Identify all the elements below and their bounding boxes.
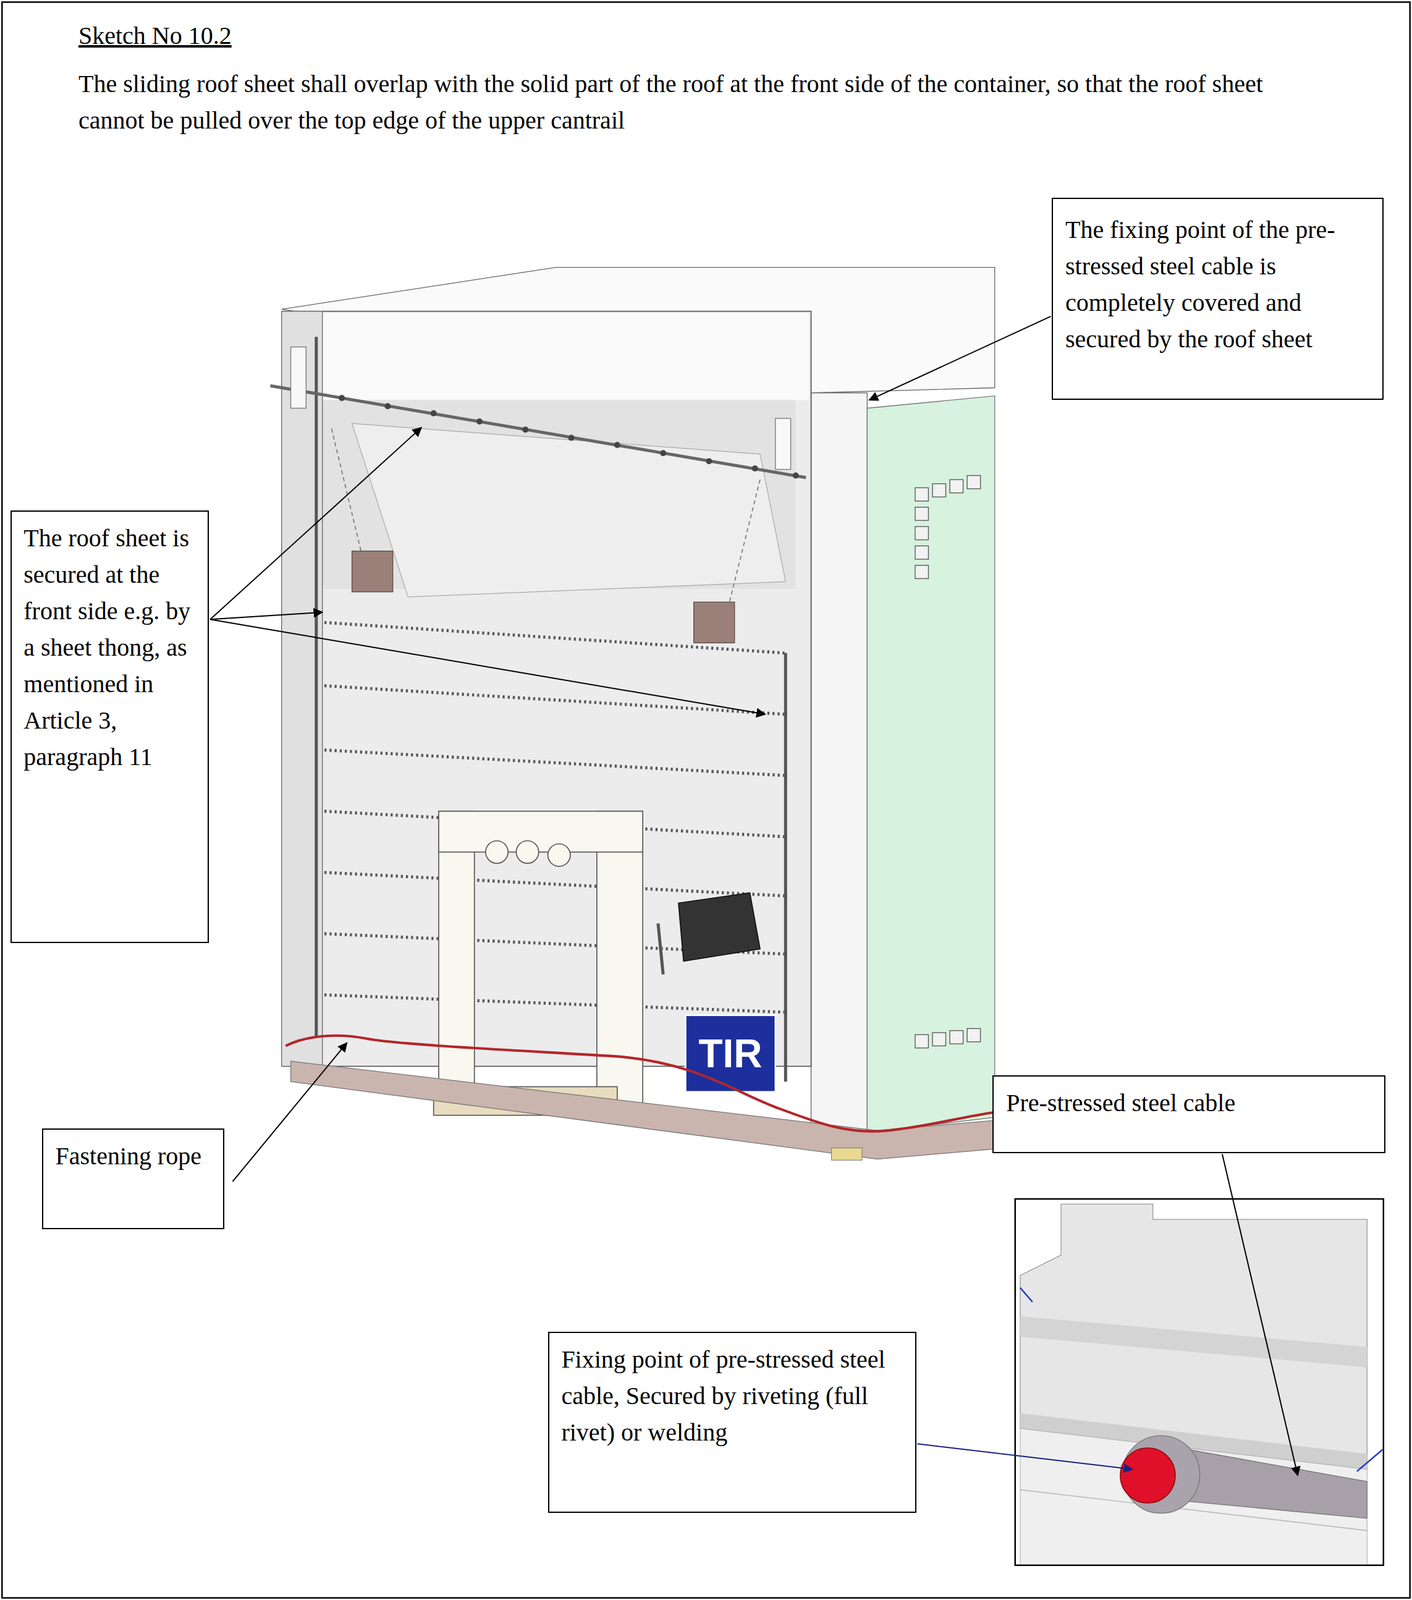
leader-lines (210, 612, 323, 620)
side-markings (915, 526, 929, 540)
sheet-thong (706, 457, 713, 465)
side-markings (967, 1028, 981, 1042)
side-markings (967, 475, 981, 489)
side-markings (915, 565, 929, 579)
container-body (283, 311, 812, 1067)
callout-box: Pre-stressed steel cable (992, 1075, 1386, 1153)
sheet-thong (331, 428, 363, 557)
tir-plate (685, 1015, 775, 1092)
leader-lines (210, 427, 422, 620)
roof-sheet-ribs (324, 750, 786, 776)
detail-inset (1020, 1203, 1383, 1565)
bottom-rail (291, 1061, 995, 1160)
detail-inset (1020, 1428, 1367, 1565)
leader-lines (232, 1042, 347, 1182)
fastening-rope (285, 1035, 995, 1132)
side-markings (915, 487, 929, 501)
side-rods (784, 653, 788, 1082)
fastening-rope (285, 1035, 995, 1132)
container-body (285, 313, 809, 400)
brackets (693, 601, 735, 643)
callout-text: Fixing point of pre-stressed steel cable… (561, 1340, 903, 1451)
sheet-thong (430, 410, 437, 417)
sheet-thong (291, 346, 307, 408)
detail-inset (1120, 1447, 1176, 1503)
center-frame (548, 843, 571, 866)
sheet-thong (729, 479, 761, 602)
brackets (352, 551, 394, 592)
detail-inset (1173, 1446, 1368, 1519)
side-markings (915, 507, 929, 521)
bottom-rail (291, 1061, 995, 1159)
sheet-thong (270, 346, 807, 602)
callout-text: The fixing point of the pre-stressed ste… (1065, 211, 1370, 358)
center-frame (485, 841, 508, 864)
leader-lines (210, 316, 1298, 1476)
leader-lines (1222, 1153, 1298, 1476)
side-markings (915, 545, 929, 559)
sheet-thong (659, 449, 667, 457)
sheet-thong (292, 386, 800, 479)
container-body (811, 393, 868, 1133)
leader-lines (210, 619, 766, 715)
side-markings (949, 1030, 963, 1044)
callout-box: The roof sheet is secured at the front s… (10, 510, 210, 943)
sheet-thong (476, 418, 483, 425)
sheet-thong (270, 385, 807, 478)
brackets (352, 551, 735, 644)
side-rods (314, 336, 318, 1036)
bottom-rail (831, 1147, 863, 1160)
callout-text: Fastening rope (54, 1137, 211, 1175)
leader-lines (869, 316, 1052, 400)
side-markings (932, 483, 946, 497)
sheet-thong (752, 465, 759, 472)
detail-inset (1020, 1316, 1367, 1368)
detail-inset (1015, 1198, 1384, 1566)
container-body (352, 423, 787, 597)
tir-plate (685, 1015, 775, 1092)
container-body (866, 396, 995, 1133)
roof-sheet-ribs (324, 994, 786, 1013)
lamp (678, 892, 761, 962)
detail-inset (1020, 1287, 1033, 1303)
callout-text: Pre-stressed steel cable (1006, 1084, 1372, 1121)
leader-lines (917, 1443, 1133, 1469)
container-body (281, 267, 995, 1133)
lamp (658, 923, 664, 975)
container-body (281, 311, 323, 1067)
sheet-thong (568, 434, 575, 441)
roof-sheet-ribs (324, 872, 786, 897)
detail-inset (1020, 1203, 1367, 1469)
instruction-text: The sliding roof sheet shall overlap wit… (78, 65, 1333, 139)
sheet-thong (614, 441, 621, 449)
center-frame (433, 811, 643, 1116)
plate-text: TIR (685, 1015, 776, 1092)
callout-box: The fixing point of the pre-stressed ste… (1051, 197, 1384, 400)
sketch-title: Sketch No 10.2 (78, 17, 232, 54)
side-markings (915, 1034, 929, 1048)
side-markings (915, 475, 981, 1048)
center-frame (438, 811, 643, 853)
detail-inset (1357, 1449, 1383, 1472)
sheet-thong (775, 418, 791, 470)
detail-inset (1015, 1198, 1384, 1566)
side-markings (949, 479, 963, 493)
sheet-thong (338, 394, 345, 402)
sheet-thong (384, 402, 391, 410)
roof-sheet-ribs (324, 685, 786, 715)
center-frame (515, 841, 539, 864)
center-frame (596, 811, 643, 1113)
side-markings (932, 1032, 946, 1046)
sheet-thong (522, 426, 529, 433)
callout-box: Fastening rope (42, 1128, 225, 1230)
side-rods (316, 336, 786, 1082)
sheet-thong (792, 472, 800, 479)
lamp (658, 892, 761, 975)
callout-box: Fixing point of pre-stressed steel cable… (548, 1331, 917, 1514)
callout-text: The roof sheet is secured at the front s… (23, 519, 196, 775)
roof-sheet-ribs (324, 622, 786, 1013)
